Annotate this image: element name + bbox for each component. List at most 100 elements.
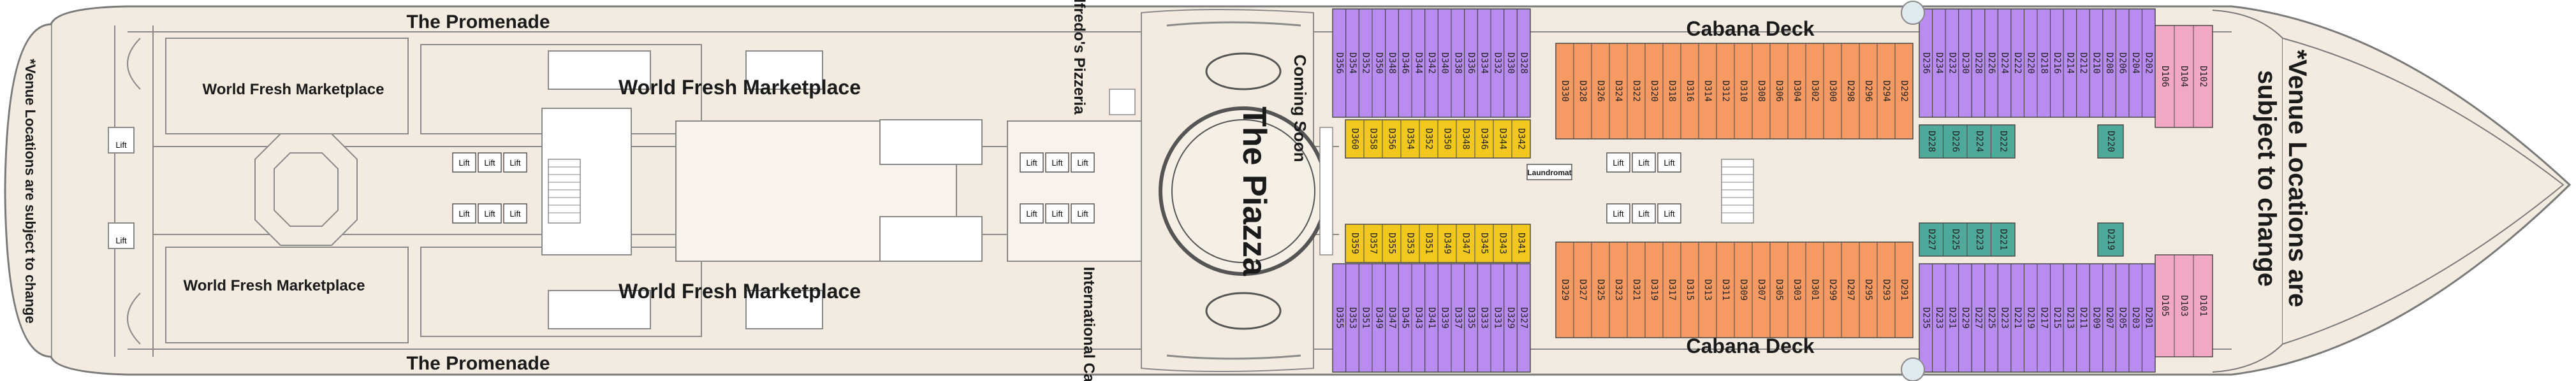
lift-box [1045,203,1069,224]
cabin-number: D332 [1492,52,1502,74]
cabin-number: D360 [1350,128,1360,150]
cabin-number: D298 [1845,80,1855,102]
cabin-number: D317 [1667,279,1677,301]
lift-box [1071,152,1095,173]
lift-label: Lift [509,209,521,219]
lift-box [452,152,476,173]
cabin-number: D229 [1960,307,1970,329]
cabin-number: D352 [1424,128,1434,150]
cabin-number: D105 [2160,295,2170,317]
cabin-number: D346 [1479,128,1489,150]
cabin-D341[interactable] [1511,224,1531,263]
cabin-D342[interactable] [1511,119,1531,159]
lift-label: Lift [458,158,470,168]
cabin-number: D210 [2091,52,2102,74]
cabin-number: D355 [1334,307,1344,329]
cabin-number: D222 [2012,52,2023,74]
cabin-number: D219 [2105,229,2116,250]
cabin-D327[interactable] [1516,263,1531,373]
wfm-bottom-left-label: World Fresh Marketplace [184,277,365,294]
cabin-number: D294 [1881,80,1891,102]
cabin-number: D222 [1998,131,2008,152]
cabin-number: D218 [2038,52,2049,74]
lift-label: Lift [1077,158,1088,168]
cabin-number: D301 [1810,279,1820,301]
cabin-D101[interactable] [2193,254,2213,357]
cabin-number: D201 [2144,307,2154,329]
cabin-number: D214 [2065,52,2075,74]
cabin-number: D209 [2091,307,2102,329]
cabin-number: D350 [1442,128,1453,150]
lift-label: Lift [115,140,127,150]
cabin-D102[interactable] [2193,25,2213,128]
cabin-number: D299 [1827,279,1838,301]
cabin-number: D103 [2179,295,2189,317]
cabin-number: D223 [2000,307,2010,329]
lift-label: Lift [1638,158,1650,168]
lift-label: Lift [458,209,470,219]
cabin-number: D320 [1649,80,1659,102]
cabin-number: D348 [1461,128,1471,150]
cabin-number: D314 [1702,80,1713,102]
cabin-number: D325 [1595,279,1606,301]
lift-box [1657,203,1681,224]
cabin-number: D342 [1426,52,1437,74]
lift-label: Lift [1664,209,1675,219]
cabin-D221[interactable] [1991,222,2016,257]
cabin-block-purple-top-aft [1332,8,1531,118]
cabin-number: D221 [1998,229,2008,250]
cabin-number: D343 [1413,307,1423,329]
cabin-D220[interactable] [2097,124,2124,159]
cabin-number: D341 [1426,307,1437,329]
cabin-D292[interactable] [1894,43,1914,140]
cabin-number: D343 [1498,233,1508,254]
cabin-D291[interactable] [1894,241,1914,338]
cabin-number: D312 [1720,80,1731,102]
cabin-number: D213 [2065,307,2075,329]
promenade-bottom-label: The Promenade [406,353,550,374]
cabin-number: D342 [1516,128,1526,150]
lift-label: Lift [1026,158,1037,168]
lift-label: Lift [1077,209,1088,219]
cabin-number: D221 [2012,307,2023,329]
cabin-number: D208 [2104,52,2114,74]
cabin-D219[interactable] [2097,222,2124,257]
cabin-number: D346 [1400,52,1410,74]
deck-marker-bottom [1901,357,1925,381]
cabin-number: D336 [1466,52,1476,74]
cabin-number: D225 [1986,307,1996,329]
cabin-number: D235 [1921,307,1931,329]
cabin-number: D351 [1424,233,1434,254]
coming-soon-label: Coming Soon [1291,55,1310,162]
cabin-number: D101 [2198,295,2208,317]
cabin-number: D330 [1505,52,1516,74]
lift-box [1020,152,1044,173]
cabin-D222[interactable] [1991,124,2016,159]
cabin-number: D356 [1334,52,1344,74]
cabin-number: D345 [1400,307,1410,329]
cabin-number: D104 [2179,66,2189,87]
lift-label: Lift [1613,158,1624,168]
cabin-number: D328 [1577,80,1588,102]
cabin-number: D331 [1492,307,1502,329]
cabana-bottom-label: Cabana Deck [1687,334,1815,357]
lift-box [1606,203,1630,224]
lift-box [503,152,527,173]
lift-label: Lift [484,209,495,219]
lift-label: Lift [1638,209,1650,219]
cabin-number: D347 [1387,307,1397,329]
cabin-number: D228 [1973,52,1984,74]
cabin-number: D349 [1373,307,1384,329]
lift-label: Lift [1026,209,1037,219]
cabin-number: D339 [1440,307,1450,329]
cabin-number: D206 [2118,52,2128,74]
cabin-number: D300 [1827,80,1838,102]
cabin-number: D326 [1595,80,1606,102]
lift-box [1020,203,1044,224]
cabin-number: D292 [1899,80,1909,102]
cabin-D328[interactable] [1516,8,1531,118]
cabin-number: D234 [1934,52,1944,74]
cabin-number: D316 [1685,80,1695,102]
